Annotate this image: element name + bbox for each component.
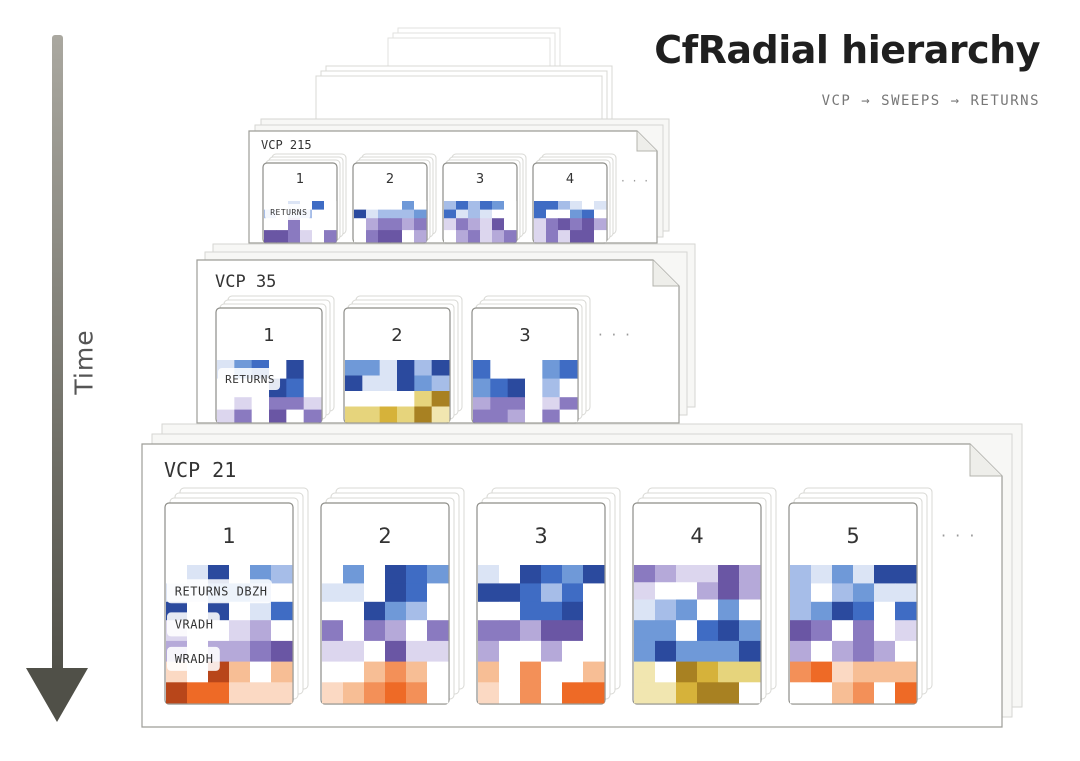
sweep-card: 2 <box>343 295 463 424</box>
sweep-card: 2 <box>352 153 437 244</box>
returns-heatmap <box>354 201 427 243</box>
vcp-label: VCP 35 <box>215 272 276 292</box>
sweep-number: 3 <box>476 172 484 187</box>
more-sweeps-ellipsis: · · · <box>941 526 976 545</box>
returns-tag-bg <box>265 204 311 220</box>
sweep-number: 1 <box>222 524 235 548</box>
sweep-card: 3 <box>471 295 591 424</box>
returns-heatmap <box>473 360 578 423</box>
sweep-number: 1 <box>296 172 304 187</box>
sweep-number: 2 <box>391 325 402 346</box>
vcp-label: VCP 21 <box>164 458 236 482</box>
field-tag-bg <box>167 579 272 604</box>
more-sweeps-ellipsis: · · · <box>598 326 632 344</box>
sweep-card: 3 <box>442 153 527 244</box>
sweep-number: 2 <box>378 524 391 548</box>
field-tag-bg <box>167 646 220 671</box>
returns-heatmap <box>444 201 517 243</box>
field-tag: WRADH <box>175 652 214 666</box>
time-axis-arrowhead <box>26 668 88 722</box>
sweep-number: 4 <box>690 524 703 548</box>
returns-heatmap <box>478 565 605 704</box>
time-axis-shaft <box>52 35 63 675</box>
returns-tag: RETURNS <box>270 208 307 217</box>
returns-tag-bg <box>218 368 281 390</box>
sweep-card: 2 <box>320 487 465 705</box>
field-tag: RETURNS DBZH <box>175 585 268 599</box>
sweep-card: 3 <box>476 487 621 705</box>
older-vcp-stack <box>315 27 613 131</box>
returns-heatmap <box>790 565 917 704</box>
sweep-number: 3 <box>534 524 547 548</box>
returns-heatmap <box>345 360 450 423</box>
sweep-card: 5 <box>788 487 933 705</box>
returns-tag: RETURNS <box>225 373 275 386</box>
sweep-card: 4 <box>632 487 777 705</box>
field-tag-bg <box>167 612 220 637</box>
returns-heatmap <box>534 201 607 243</box>
sweep-number: 4 <box>566 172 574 187</box>
returns-heatmap <box>322 565 449 704</box>
more-sweeps-ellipsis: · · · <box>621 174 650 188</box>
diagram-title: CfRadial hierarchy <box>654 28 1040 72</box>
sweep-number: 5 <box>846 524 859 548</box>
sweep-card: 4 <box>532 153 617 244</box>
sweep-number: 3 <box>519 325 530 346</box>
diagram-subtitle: VCP → SWEEPS → RETURNS <box>821 93 1040 109</box>
sweep-number: 2 <box>386 172 394 187</box>
vcp-label: VCP 215 <box>261 138 312 152</box>
sweep-number: 1 <box>263 325 274 346</box>
field-tag: VRADH <box>175 618 214 632</box>
returns-heatmap <box>634 565 761 704</box>
